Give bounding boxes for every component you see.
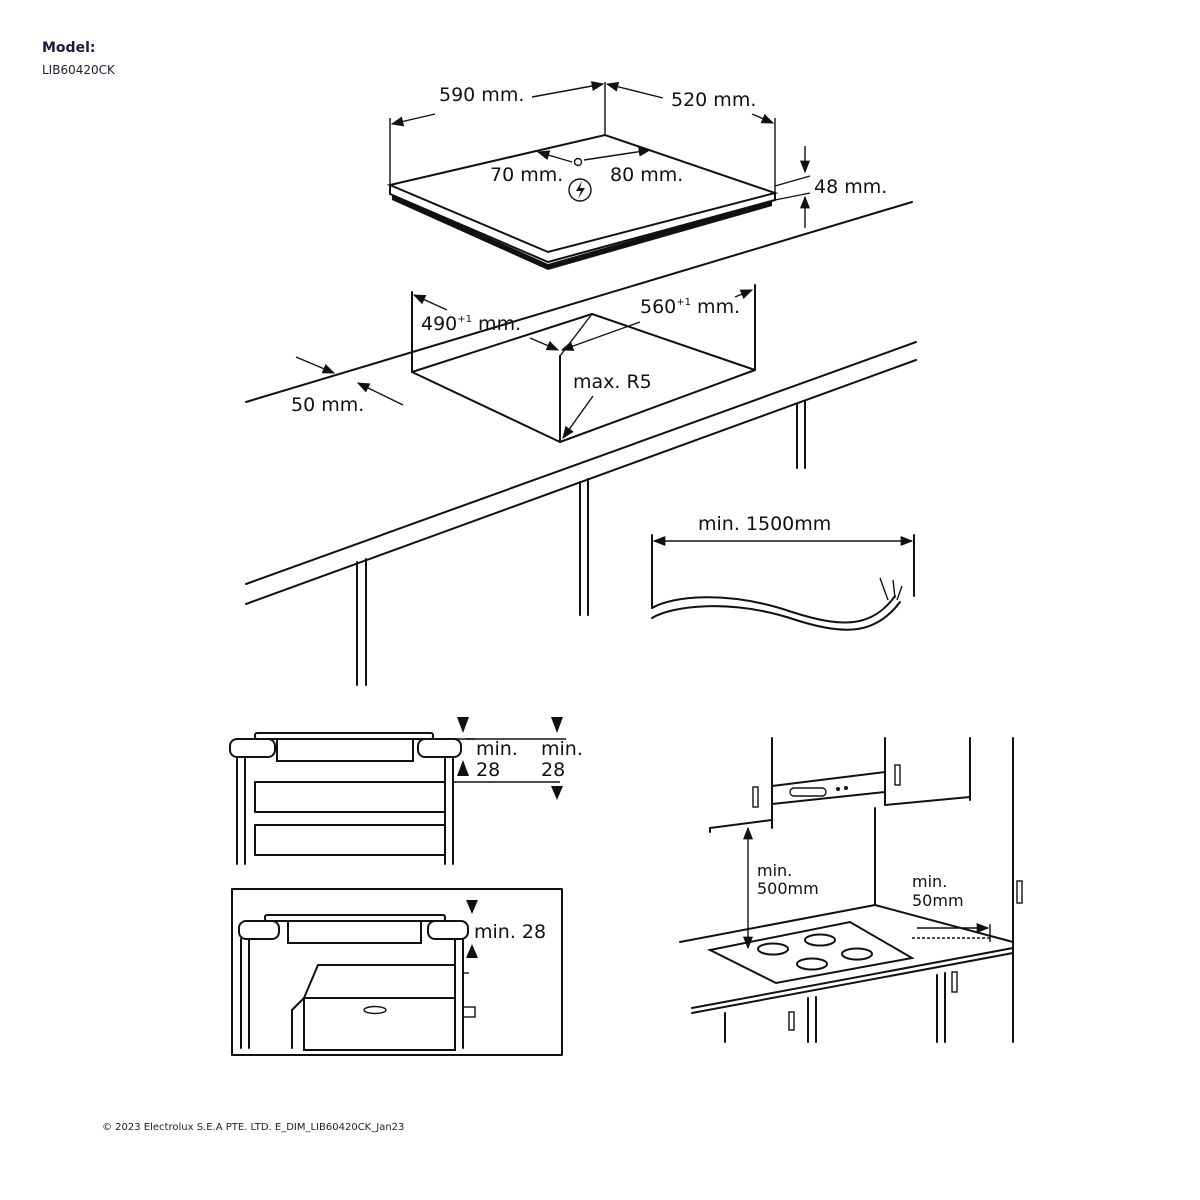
model-code: LIB60420CK — [42, 63, 116, 77]
copyright-footer: © 2023 Electrolux S.E.A PTE. LTD. E_DIM_… — [102, 1122, 404, 1133]
cable-drawing — [651, 534, 915, 631]
oven-gap-label: min. 28 — [474, 921, 546, 943]
corner-radius-label: max. R5 — [573, 371, 652, 393]
cable-left-label: 70 mm. — [490, 164, 563, 186]
model-label: Model: — [42, 40, 95, 56]
cutout-depth-label: 490+1 mm. — [421, 313, 521, 335]
hob-width-label: 590 mm. — [439, 84, 524, 106]
hood-gap-min-label: min. — [757, 861, 792, 880]
cutout-width-label: 560+1 mm. — [640, 296, 740, 318]
kitchen-drawing — [679, 737, 1023, 1043]
hob-depth-label: 520 mm. — [671, 89, 756, 111]
drawer-gap-min-label: min. — [476, 738, 518, 760]
wall-gap-min-label: min. — [912, 872, 947, 891]
power-lightning-icon — [568, 178, 592, 202]
drawer-gap-value: 28 — [476, 759, 500, 781]
drawer-gap2-value: 28 — [541, 759, 565, 781]
drawer-section — [229, 732, 566, 865]
hood-gap-value: 500mm — [757, 879, 819, 898]
cable-length-label: min. 1500mm — [698, 513, 831, 535]
drawer-gap2-min-label: min. — [541, 738, 583, 760]
cable-right-label: 80 mm. — [610, 164, 683, 186]
oven-section — [231, 888, 563, 1056]
worktop-drawing — [245, 201, 917, 686]
wall-gap-value: 50mm — [912, 891, 964, 910]
hob-height-label: 48 mm. — [814, 176, 887, 198]
front-edge-label: 50 mm. — [291, 394, 364, 416]
